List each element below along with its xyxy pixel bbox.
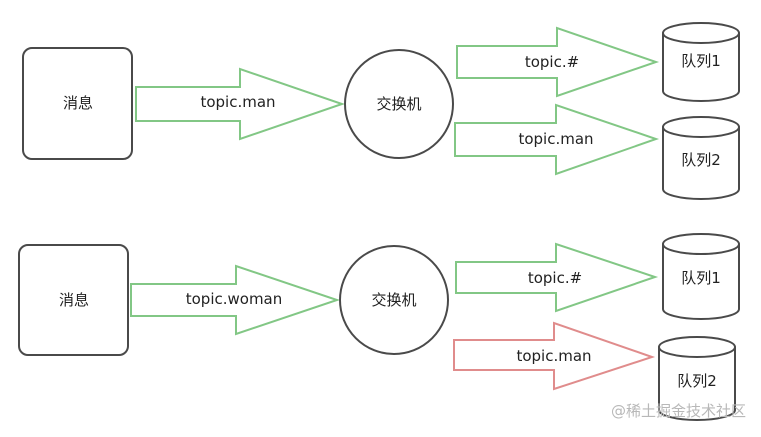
routing-arrow bbox=[135, 67, 346, 141]
queue-cylinder bbox=[662, 116, 740, 200]
exchange-label: 交换机 bbox=[371, 291, 416, 309]
exchange-node bbox=[339, 245, 449, 355]
watermark: @稀土掘金技术社区 bbox=[611, 402, 746, 420]
queue-label: 队列2 bbox=[677, 372, 717, 390]
message-box bbox=[18, 244, 129, 356]
queue-label: 队列1 bbox=[681, 52, 721, 70]
message-label: 消息 bbox=[63, 94, 93, 112]
binding-arrow-queue1 bbox=[455, 242, 659, 313]
binding-arrow-queue2 bbox=[454, 103, 660, 176]
binding-arrow-queue1 bbox=[456, 26, 660, 98]
message-label: 消息 bbox=[59, 291, 89, 309]
routing-arrow bbox=[130, 264, 341, 336]
row-2: 消息 topic.woman 交换机 topic.# 队列1 topic.man… bbox=[18, 233, 740, 421]
routing-key-label: topic.woman bbox=[186, 290, 283, 308]
queue-label: 队列2 bbox=[681, 151, 721, 169]
routing-key-label: topic.man bbox=[200, 93, 275, 111]
exchange-node bbox=[344, 49, 454, 159]
row-1: 消息 topic.man 交换机 topic.# 队列1 topic.man 队… bbox=[22, 22, 740, 200]
queue-cylinder bbox=[662, 233, 740, 320]
exchange-label: 交换机 bbox=[376, 95, 421, 113]
binding-key-label: topic.man bbox=[518, 130, 593, 148]
queue-cylinder bbox=[662, 22, 740, 102]
binding-arrow-queue2-unmatched bbox=[453, 321, 656, 391]
binding-key-label: topic.man bbox=[516, 347, 591, 365]
queue-label: 队列1 bbox=[681, 269, 721, 287]
message-box bbox=[22, 47, 133, 160]
binding-key-label: topic.# bbox=[525, 53, 579, 71]
binding-key-label: topic.# bbox=[528, 269, 582, 287]
queue-cylinder bbox=[658, 336, 736, 421]
